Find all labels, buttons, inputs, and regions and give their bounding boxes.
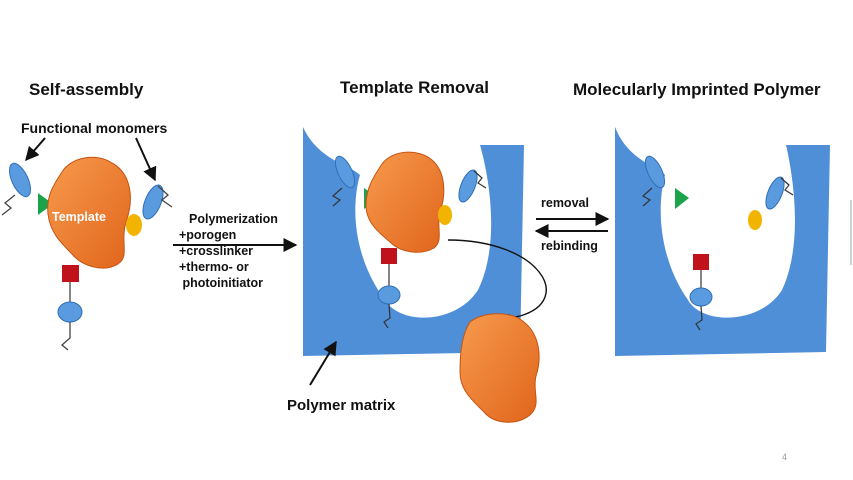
heading-template-removal: Template Removal [340,78,489,97]
label-removal: removal [541,196,589,210]
right-yellow-circle [748,210,762,230]
right-left-monomer [644,155,666,189]
yellow-circle [126,214,142,236]
label-polymer-matrix: Polymer matrix [287,397,396,414]
label-template: Template [52,210,106,224]
polymer-matrix-arrow [309,340,337,386]
middle-yellow-circle [438,205,452,225]
heading-self-assembly: Self-assembly [29,80,144,99]
middle-right-monomer [458,169,478,203]
reaction-conditions: Polymerization +porogen +crosslinker +th… [179,211,278,291]
right-red-square [693,254,709,270]
label-rebinding: rebinding [541,239,598,253]
step-polymerization: Polymerization [189,212,278,226]
middle-left-tail [331,187,343,207]
middle-red-square [381,248,397,264]
left-monomer-tail [1,194,16,216]
template-shape [47,156,131,269]
right-monomer-ellipse [142,184,164,220]
middle-bottom-tail [383,303,391,329]
polymer-matrix-middle [303,127,524,356]
bottom-monomer-ellipse [57,301,83,323]
monomer-arrow-left [25,137,46,162]
bottom-monomer-tail [60,322,71,351]
self-assembly-complex [1,156,173,351]
middle-bottom-monomer [377,285,401,305]
left-monomer-ellipse [8,162,32,198]
step-thermo: +thermo- or [179,260,249,274]
right-left-tail [641,187,653,207]
right-monomer-tail [157,185,173,208]
right-right-tail [780,177,794,196]
polymer-block-right [615,127,830,356]
mip-matrix-right [615,127,830,356]
page-number: 4 [782,452,788,462]
middle-template [365,151,445,253]
label-functional-monomers: Functional monomers [21,120,168,136]
removed-template [459,313,540,423]
right-bottom-tail [695,305,703,331]
step-photoinitiator: photoinitiator [179,276,264,290]
step-crosslinker: +crosslinker [179,244,254,258]
right-right-monomer [765,176,785,210]
monomer-arrow-right [135,137,157,182]
right-triangle [675,188,689,209]
middle-right-tail [473,170,487,189]
left-triangle [38,193,53,215]
middle-left-monomer [334,155,356,189]
red-square [62,265,79,282]
step-porogen: +porogen [179,228,237,242]
polymer-block-middle [303,127,524,356]
heading-mip: Molecularly Imprinted Polymer [573,80,821,99]
right-bottom-monomer [689,287,713,307]
